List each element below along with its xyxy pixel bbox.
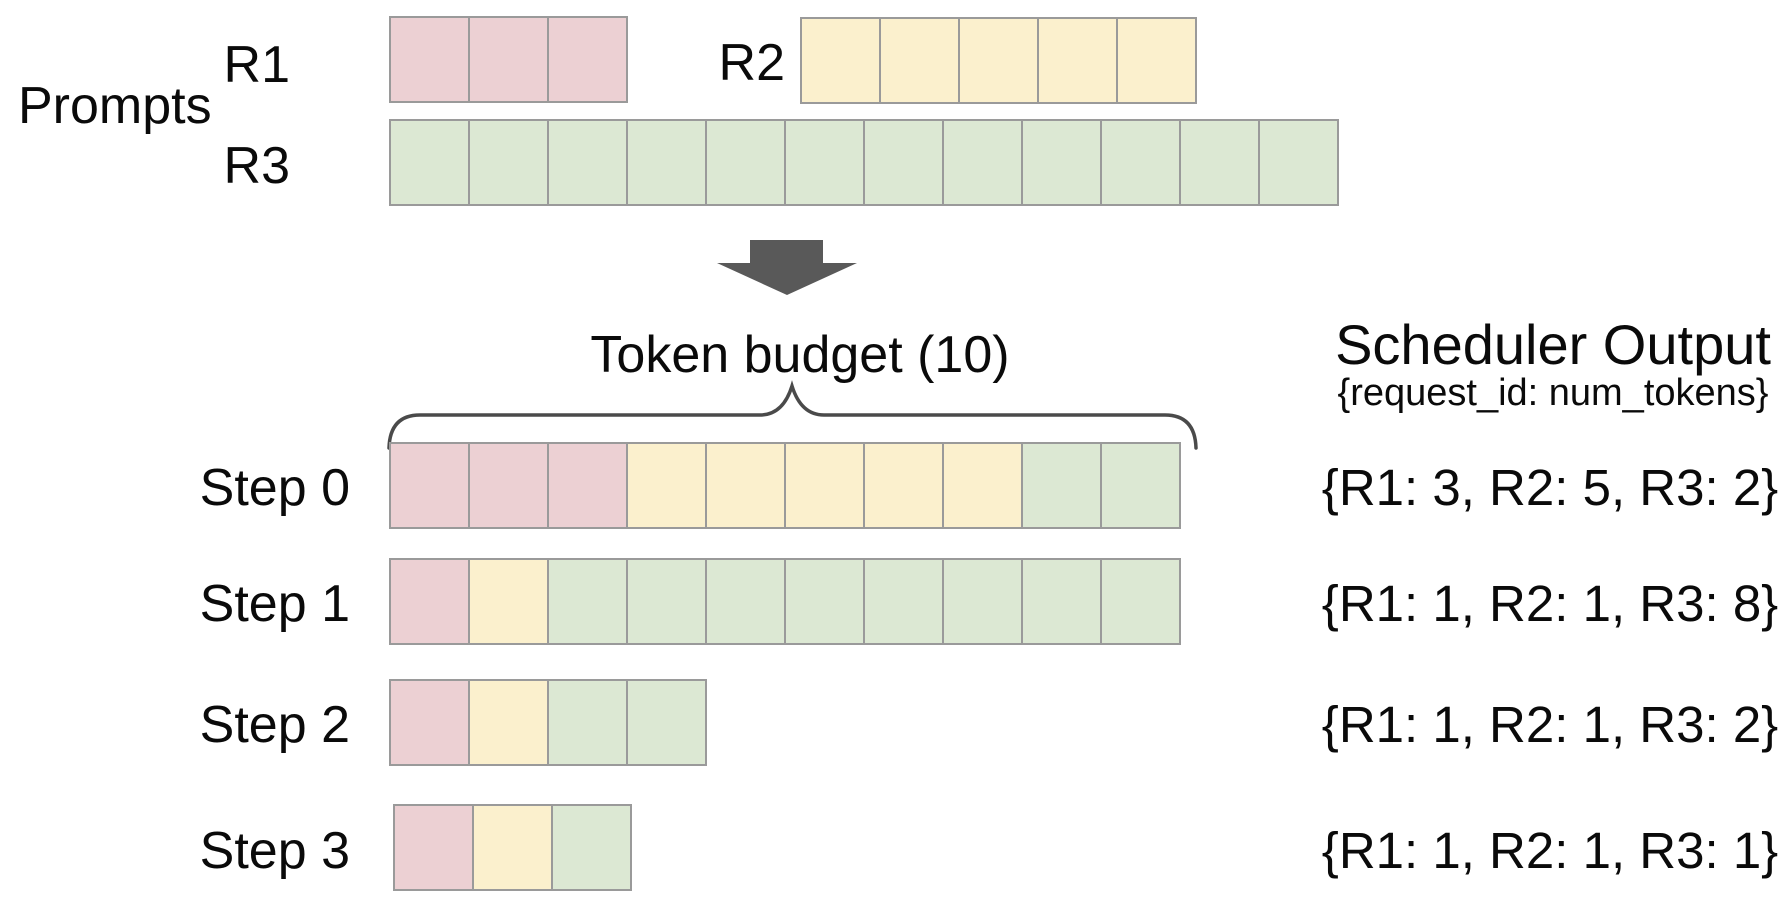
step-1-scheduler-output: {R1: 1, R2: 1, R3: 8} [1321, 575, 1779, 632]
scheduler-output-title: Scheduler Output [1335, 313, 1771, 376]
token-cell-r3 [1100, 442, 1181, 529]
step-2-label: Step 2 [199, 696, 350, 754]
token-cell-r2 [784, 442, 865, 529]
down-arrow-shape [717, 240, 857, 295]
token-cell-r3 [705, 558, 786, 645]
step-1-row [389, 558, 1181, 645]
token-cell-r2 [958, 17, 1039, 104]
token-cell-r3 [942, 119, 1023, 206]
scheduler-output-subtitle: {request_id: num_tokens} [1337, 372, 1769, 414]
down-arrow-icon [717, 240, 857, 295]
token-cell-r1 [468, 16, 549, 103]
request-label-r2: R2 [718, 34, 785, 92]
token-cell-r3 [942, 558, 1023, 645]
step-2-row [389, 679, 707, 766]
token-cell-r3 [547, 679, 628, 766]
brace-path [387, 380, 1198, 450]
prompt-row-r2 [800, 17, 1197, 104]
prompt-row-r3 [389, 119, 1339, 206]
token-cell-r2 [626, 442, 707, 529]
token-cell-r1 [547, 442, 628, 529]
token-cell-r3 [705, 119, 786, 206]
token-cell-r2 [800, 17, 881, 104]
request-label-r1: R1 [223, 36, 290, 94]
step-0-scheduler-output: {R1: 3, R2: 5, R3: 2} [1321, 459, 1779, 516]
step-0-label: Step 0 [199, 459, 350, 517]
token-cell-r1 [389, 16, 470, 103]
token-cell-r3 [547, 119, 628, 206]
step-3-label: Step 3 [199, 822, 350, 880]
token-cell-r2 [472, 804, 553, 891]
token-cell-r1 [468, 442, 549, 529]
step-0-row [389, 442, 1181, 529]
token-cell-r2 [468, 558, 549, 645]
token-cell-r3 [863, 119, 944, 206]
token-cell-r3 [784, 558, 865, 645]
request-label-r3: R3 [223, 137, 290, 195]
token-cell-r1 [389, 558, 470, 645]
token-cell-r3 [626, 679, 707, 766]
token-budget-label: Token budget (10) [590, 326, 1010, 384]
token-cell-r3 [389, 119, 470, 206]
token-cell-r2 [863, 442, 944, 529]
step-3-row [393, 804, 632, 891]
step-3-scheduler-output: {R1: 1, R2: 1, R3: 1} [1321, 822, 1779, 879]
token-cell-r1 [389, 442, 470, 529]
token-cell-r2 [942, 442, 1023, 529]
token-cell-r3 [784, 119, 865, 206]
token-cell-r3 [1100, 558, 1181, 645]
token-cell-r3 [1021, 119, 1102, 206]
token-cell-r3 [551, 804, 632, 891]
token-cell-r3 [1100, 119, 1181, 206]
prompt-row-r1 [389, 16, 628, 103]
token-cell-r2 [879, 17, 960, 104]
token-cell-r1 [393, 804, 474, 891]
token-cell-r3 [863, 558, 944, 645]
prompts-section-label: Prompts [18, 77, 212, 135]
step-1-label: Step 1 [199, 575, 350, 633]
token-cell-r2 [468, 679, 549, 766]
token-cell-r3 [1021, 442, 1102, 529]
step-2-scheduler-output: {R1: 1, R2: 1, R3: 2} [1321, 696, 1779, 753]
token-cell-r2 [1037, 17, 1118, 104]
token-cell-r3 [468, 119, 549, 206]
token-cell-r1 [389, 679, 470, 766]
token-cell-r3 [1021, 558, 1102, 645]
token-cell-r3 [1258, 119, 1339, 206]
token-cell-r3 [626, 558, 707, 645]
token-cell-r3 [626, 119, 707, 206]
token-cell-r3 [1179, 119, 1260, 206]
token-cell-r2 [1116, 17, 1197, 104]
token-cell-r2 [705, 442, 786, 529]
token-budget-brace [387, 380, 1198, 450]
token-cell-r1 [547, 16, 628, 103]
token-cell-r3 [547, 558, 628, 645]
